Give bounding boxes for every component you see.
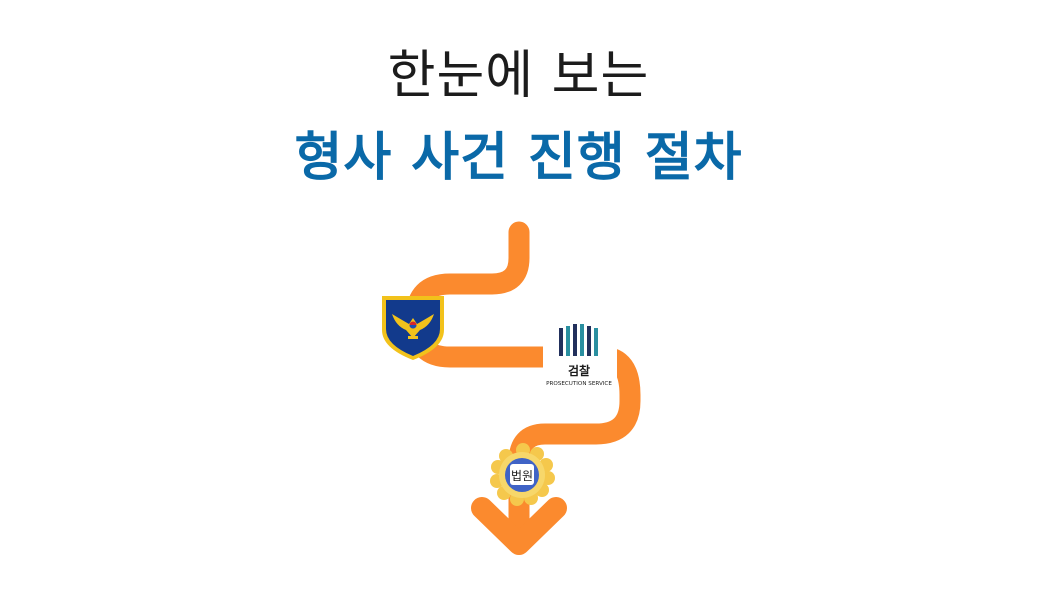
prosecution-service-icon: 검찰 PROSECUTION SERVICE <box>543 318 617 390</box>
court-emblem-icon: 법원 <box>490 443 555 506</box>
police-badge-icon <box>382 296 444 360</box>
prosecution-name: 검찰 <box>568 363 590 378</box>
prosecution-subtitle: PROSECUTION SERVICE <box>546 381 612 387</box>
page-title-line1: 한눈에 보는 <box>387 46 650 106</box>
page-title-line2: 형사 사건 진행 절차 <box>294 128 743 188</box>
down-arrow-icon <box>471 497 567 555</box>
court-name: 법원 <box>511 469 533 483</box>
procedure-path <box>405 221 641 539</box>
